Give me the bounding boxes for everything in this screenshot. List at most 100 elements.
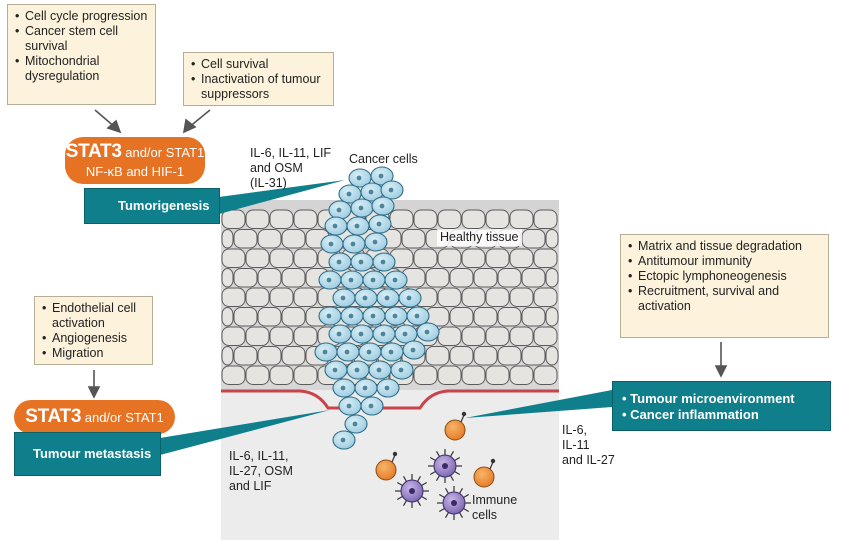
healthy-cell [245,326,270,346]
list-item: Matrix and tissue degradation [628,239,822,254]
effects-box-left-mid: Endothelial cell activation Angiogenesis… [34,296,153,365]
healthy-cell [509,326,534,346]
healthy-cell [293,248,318,268]
list-item: Inactivation of tumour suppressors [191,72,327,102]
healthy-cell [269,365,294,385]
nfkb-hif1-label: NF-κB and HIF-1 [85,164,185,179]
healthy-cell [485,287,510,307]
healthy-cell [521,229,546,249]
effects-box-top-mid: Cell survival Inactivation of tumour sup… [183,52,334,106]
healthy-cell [257,307,282,327]
healthy-cell [485,326,510,346]
list-item: Cancer stem cell survival [15,24,149,54]
list-item: Cell survival [191,57,327,72]
healthy-cell [221,365,246,385]
tumorigenesis-label: Tumorigenesis [118,198,210,213]
healthy-cell [533,365,558,385]
healthy-cell [497,307,522,327]
microenv-pointer [465,390,612,418]
healthy-cell [533,287,558,307]
healthy-cell [449,346,474,366]
healthy-cell [509,248,534,268]
healthy-cell [257,346,282,366]
healthy-cell [437,209,462,229]
metastasis-label: Tumour metastasis [33,446,152,461]
healthy-cell [221,209,246,229]
stat3-pill-bottom: STAT3 and/or STAT1 [14,400,175,434]
healthy-cell [221,248,246,268]
list-item: Migration [42,346,146,361]
healthy-cell [245,365,270,385]
healthy-cell [257,268,282,288]
stat3-label: STAT3 [25,406,82,427]
healthy-cell [257,229,282,249]
healthy-cell [221,346,234,366]
healthy-cell [293,326,318,346]
effects-box-right: Matrix and tissue degradation Antitumour… [620,234,829,338]
microenv-item: • Cancer inflammation [622,407,759,422]
effects-list: Cell survival Inactivation of tumour sup… [191,57,327,102]
healthy-cell [545,229,559,249]
healthy-cell [293,209,318,229]
healthy-cell [221,229,234,249]
metastasis-pointer [160,410,330,455]
healthy-cell [221,307,234,327]
healthy-cell [269,248,294,268]
effects-list: Endothelial cell activation Angiogenesis… [42,301,146,361]
healthy-cell [497,346,522,366]
stat3-pill-top: STAT3 and/or STAT1 NF-κB and HIF-1 [65,137,205,184]
healthy-cell [233,346,258,366]
microenv-item: • Tumour microenvironment [622,391,795,406]
healthy-cell [245,248,270,268]
healthy-cell [233,229,258,249]
healthy-cell [545,346,559,366]
cancer-cells [314,166,440,450]
healthy-cell [269,326,294,346]
stat3-label: STAT3 [65,141,122,162]
healthy-cell [281,307,306,327]
tumorigenesis-pointer [219,180,345,214]
healthy-cell [449,307,474,327]
healthy-cell [485,248,510,268]
healthy-cell [461,365,486,385]
cancer-cells-label: Cancer cells [349,152,418,166]
healthy-cell [461,209,486,229]
arrows [87,109,728,399]
healthy-cell [221,268,234,288]
healthy-cell [533,248,558,268]
healthy-cell [509,287,534,307]
immune-cells-label: Immune cells [472,493,518,522]
immune-cell [444,419,466,441]
healthy-cell [473,346,498,366]
cytokines-top-label: IL-6, IL-11, LIF and OSM (IL-31) [250,146,332,190]
healthy-tissue-label: Healthy tissue [437,229,522,246]
healthy-cell [233,307,258,327]
healthy-cell [497,268,522,288]
healthy-cell [461,287,486,307]
healthy-cell [269,287,294,307]
healthy-cell [545,307,559,327]
healthy-cell [413,209,438,229]
healthy-cell [485,365,510,385]
healthy-cell [425,346,450,366]
microenvironment-banner: • Tumour microenvironment • Cancer infla… [612,381,831,431]
healthy-cell [461,326,486,346]
healthy-cell [521,268,546,288]
healthy-cell [473,268,498,288]
list-item: Angiogenesis [42,331,146,346]
healthy-cell [269,209,294,229]
healthy-cell [293,365,318,385]
effects-list: Matrix and tissue degradation Antitumour… [628,239,822,314]
healthy-cell [413,365,438,385]
healthy-cell [437,365,462,385]
list-item: Cell cycle progression [15,9,149,24]
cytokines-bottom-left-label: IL-6, IL-11, IL-27, OSM and LIF [229,449,293,493]
immune-cell [473,466,495,488]
list-item: Antitumour immunity [628,254,822,269]
healthy-cell [437,287,462,307]
healthy-cell [413,248,438,268]
healthy-cell [221,326,246,346]
immune-cells [375,411,496,520]
healthy-cell [533,209,558,229]
